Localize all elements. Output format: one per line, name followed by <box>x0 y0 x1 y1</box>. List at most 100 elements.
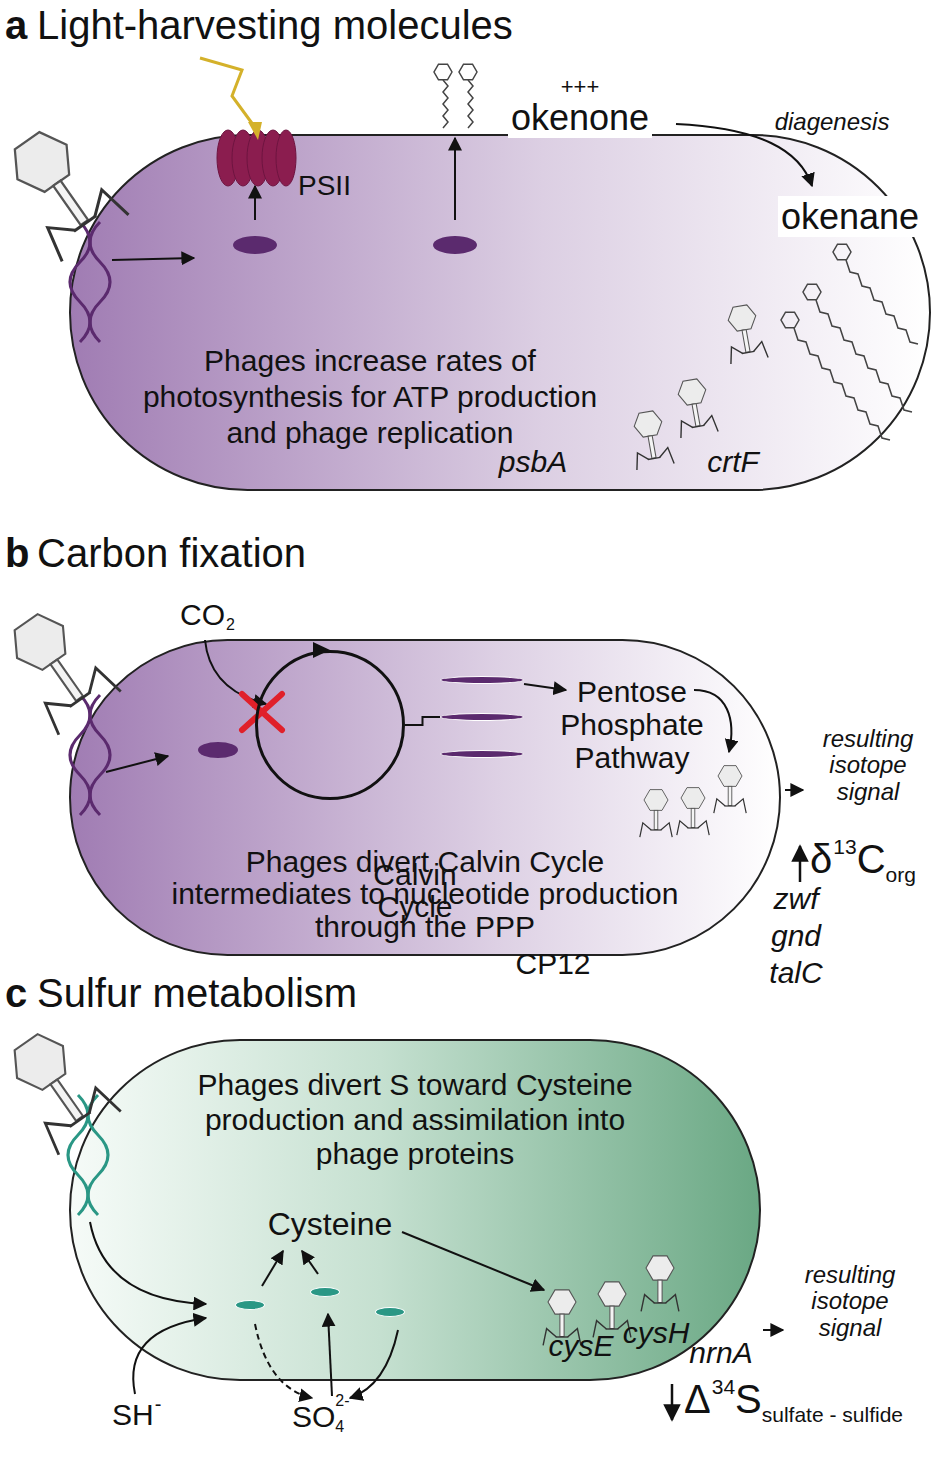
arrows-c <box>763 1329 783 1331</box>
panel-heading: Light-harvesting molecules <box>37 2 513 48</box>
node-text: zwf <box>533 883 933 915</box>
gene-oval: zwf <box>440 676 524 684</box>
phage-icons <box>0 1020 121 1154</box>
carotenoid <box>434 64 477 128</box>
superscript: 13 <box>833 835 856 859</box>
panel-heading: Carbon fixation <box>37 530 306 576</box>
cell-b <box>70 640 780 955</box>
block-cross <box>242 694 282 730</box>
phage-icons <box>0 600 746 837</box>
cycle-circle: Calvin Cycle <box>255 650 405 800</box>
phage-icons <box>677 788 709 836</box>
ion-formula: SO <box>292 1400 335 1435</box>
photosystem-complex <box>217 130 296 186</box>
photosystem-complex <box>276 130 296 186</box>
light-bolt <box>248 122 262 140</box>
phage-icons <box>0 118 768 471</box>
gene-oval: cysE <box>235 1300 265 1310</box>
cell-body: psbAcrtFPhages increase rates of photosy… <box>70 135 930 490</box>
okenane-molecules <box>781 244 918 440</box>
carotenoid <box>434 64 452 80</box>
carotenoid <box>468 80 473 128</box>
light-bolt <box>200 58 262 140</box>
pathway-name: Pentose Phosphate Pathway <box>537 675 727 774</box>
subscript: org <box>886 863 916 887</box>
arrows-c <box>262 1251 283 1286</box>
molecule-name: okenone <box>508 97 652 138</box>
carotenoid <box>443 80 448 128</box>
arrows-c <box>90 1222 206 1304</box>
cell-b <box>70 640 780 955</box>
panel-letter: c <box>5 970 27 1016</box>
node-text: cysE <box>331 1329 831 1364</box>
okenane-molecules <box>846 260 918 344</box>
arrows-b <box>205 640 266 704</box>
cell-body: cysE cysH nrnA Phages divert S toward Cyste… <box>70 1040 760 1380</box>
molecule-name: Cysteine <box>268 1206 393 1243</box>
gene-oval: psbA <box>233 236 277 254</box>
dna-helix <box>90 695 110 815</box>
gene-oval: CP12 <box>198 742 238 758</box>
node-text: crtF <box>483 444 933 480</box>
cell-a <box>70 135 930 490</box>
okenane-molecules <box>833 244 851 260</box>
arrows-c <box>133 1318 206 1394</box>
gene-oval: talC <box>440 750 524 758</box>
dna-helix <box>70 222 110 342</box>
dna-helix <box>90 222 110 342</box>
arrows-c <box>302 1251 318 1274</box>
okenane-molecules <box>803 284 821 300</box>
cell-a <box>70 135 930 490</box>
isotope-symbol: δ <box>810 836 832 882</box>
ion-formula: SH <box>112 1398 154 1433</box>
arrows-a <box>112 124 812 260</box>
isotope-symbol: C <box>857 836 886 882</box>
gene-oval: cysH <box>310 1287 340 1297</box>
isotope-symbol: S <box>735 1376 762 1422</box>
arrows-b <box>799 846 802 882</box>
subscript: sulfate - sulfide <box>762 1403 903 1427</box>
subscript: 2 <box>226 616 235 634</box>
arrows-a <box>454 138 456 220</box>
node-text: talC <box>533 957 933 989</box>
signal-note: resulting isotope signal <box>788 1262 912 1341</box>
isotope-symbol: Δ <box>684 1376 711 1422</box>
dna-helix <box>70 222 90 342</box>
arrows-c <box>671 1384 674 1420</box>
phage-icons <box>0 1020 679 1345</box>
phage-icons <box>0 600 121 734</box>
node-text: Phages increase rates of photosynthesis … <box>120 343 620 451</box>
node-text: CP12 <box>290 948 816 980</box>
arrows-b <box>106 756 168 772</box>
arrows-c <box>328 1314 332 1396</box>
superscript: 34 <box>712 1375 735 1399</box>
charge: - <box>155 1393 162 1416</box>
light-bolt <box>200 58 254 126</box>
phage-icons <box>721 303 768 364</box>
carotenoid <box>459 64 477 80</box>
arrows-b <box>785 789 803 791</box>
connector-line <box>405 717 440 725</box>
charge: 2- <box>335 1392 349 1410</box>
gene-oval: crtF <box>433 236 477 254</box>
arrows-a <box>112 258 194 260</box>
node-text: gnd <box>533 920 933 952</box>
panel-letter: a <box>5 2 27 48</box>
arrows-a <box>254 186 256 220</box>
phage-icons <box>627 409 674 470</box>
dna-helix <box>70 695 90 815</box>
panel-letter: b <box>5 530 29 576</box>
okenane-molecules <box>794 328 890 440</box>
okenane-molecules <box>781 312 799 328</box>
arrows-b <box>524 684 566 690</box>
phage-icons <box>671 377 718 438</box>
complex-label: PSII <box>298 170 351 202</box>
gene-oval: nrnA <box>375 1307 405 1317</box>
formula: CO <box>180 598 225 633</box>
node-text: Phages divert S toward Cysteine producti… <box>165 1068 665 1172</box>
process-label: diagenesis <box>775 108 890 136</box>
okenane-molecules <box>816 300 912 412</box>
phage-icons <box>640 790 672 838</box>
phage-icons <box>714 766 746 814</box>
